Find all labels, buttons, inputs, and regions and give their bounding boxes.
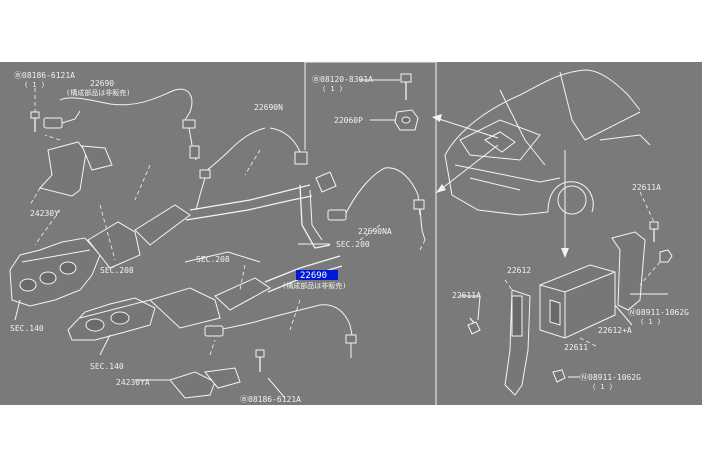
label-22612a: 22612+A <box>598 326 632 335</box>
label-qty-top-left: ( 1 ) <box>24 81 45 89</box>
label-nut-bottom: Ⓝ08911-1062G <box>580 373 641 382</box>
bolt-top-right <box>400 73 412 100</box>
bolt-top-left <box>30 88 40 132</box>
label-qty-top-right: ( 1 ) <box>322 85 343 93</box>
label-22690-top-left: 22690 <box>90 79 114 88</box>
label-bolt-top-right: Ⓑ08120-8301A <box>312 75 373 84</box>
label-22611a-top: 22611A <box>632 183 661 192</box>
label-22690-highlighted[interactable]: 22690 <box>300 271 327 281</box>
label-nut-right: Ⓝ08911-1062G <box>628 308 689 317</box>
label-22611: 22611 <box>564 343 588 352</box>
panel-dividers <box>304 61 437 405</box>
catalytic-converter-right <box>149 251 343 329</box>
label-sec200: SEC.200 <box>336 240 370 249</box>
label-22690-note-top-left: (構成部品は非販売) <box>66 88 130 97</box>
catalytic-converter-left <box>87 171 337 269</box>
vehicle-outline <box>444 69 651 216</box>
label-22690na: 22690NA <box>358 227 392 236</box>
label-sec140-center: SEC.140 <box>90 362 124 371</box>
label-bolt-top-left: Ⓑ08186-6121A <box>14 71 75 80</box>
label-22060p: 22060P <box>334 116 363 125</box>
label-22612: 22612 <box>507 266 531 275</box>
label-22611a-left: 22611A <box>452 291 481 300</box>
o2-sensor-22690na <box>327 167 426 251</box>
label-qty-nut-bottom: ( 1 ) <box>592 383 613 391</box>
label-sec140-left: SEC.140 <box>10 324 44 333</box>
callout-arrows <box>432 114 569 258</box>
exhaust-manifold-left <box>9 237 101 307</box>
knock-sensor-22060p <box>385 109 419 131</box>
bracket-22612 <box>504 289 531 396</box>
label-qty-nut-right: ( 1 ) <box>640 318 661 326</box>
label-sec208-center: SEC.208 <box>196 255 230 264</box>
leader-lines-left <box>14 149 381 399</box>
label-24230ya: 24230YA <box>116 378 150 387</box>
label-24230y: 24230Y <box>30 209 59 218</box>
exhaust-manifold-right <box>67 297 156 341</box>
fasteners-right <box>467 221 673 383</box>
highlight-box-22690 <box>296 270 338 280</box>
bracket-22612a <box>611 231 646 311</box>
o2-sensor-lower <box>204 304 357 358</box>
label-22690n: 22690N <box>254 103 283 112</box>
label-bolt-bottom-center: Ⓑ08186-6121A <box>240 395 301 404</box>
leader-lines-right <box>360 79 668 378</box>
o2-sensor-22690n <box>195 127 308 211</box>
labels: Ⓑ08186-6121A ( 1 ) 22690 (構成部品は非販売) 2269… <box>10 71 689 404</box>
label-22690-note-highlighted: (構成部品は非販売) <box>282 281 346 290</box>
label-sec208-left: SEC.208 <box>100 266 134 275</box>
heat-shield-24230y <box>29 134 113 206</box>
o2-sensor-upstream-left <box>43 88 200 161</box>
ecm-22611 <box>539 264 616 339</box>
heat-shield-24230ya <box>169 349 265 399</box>
